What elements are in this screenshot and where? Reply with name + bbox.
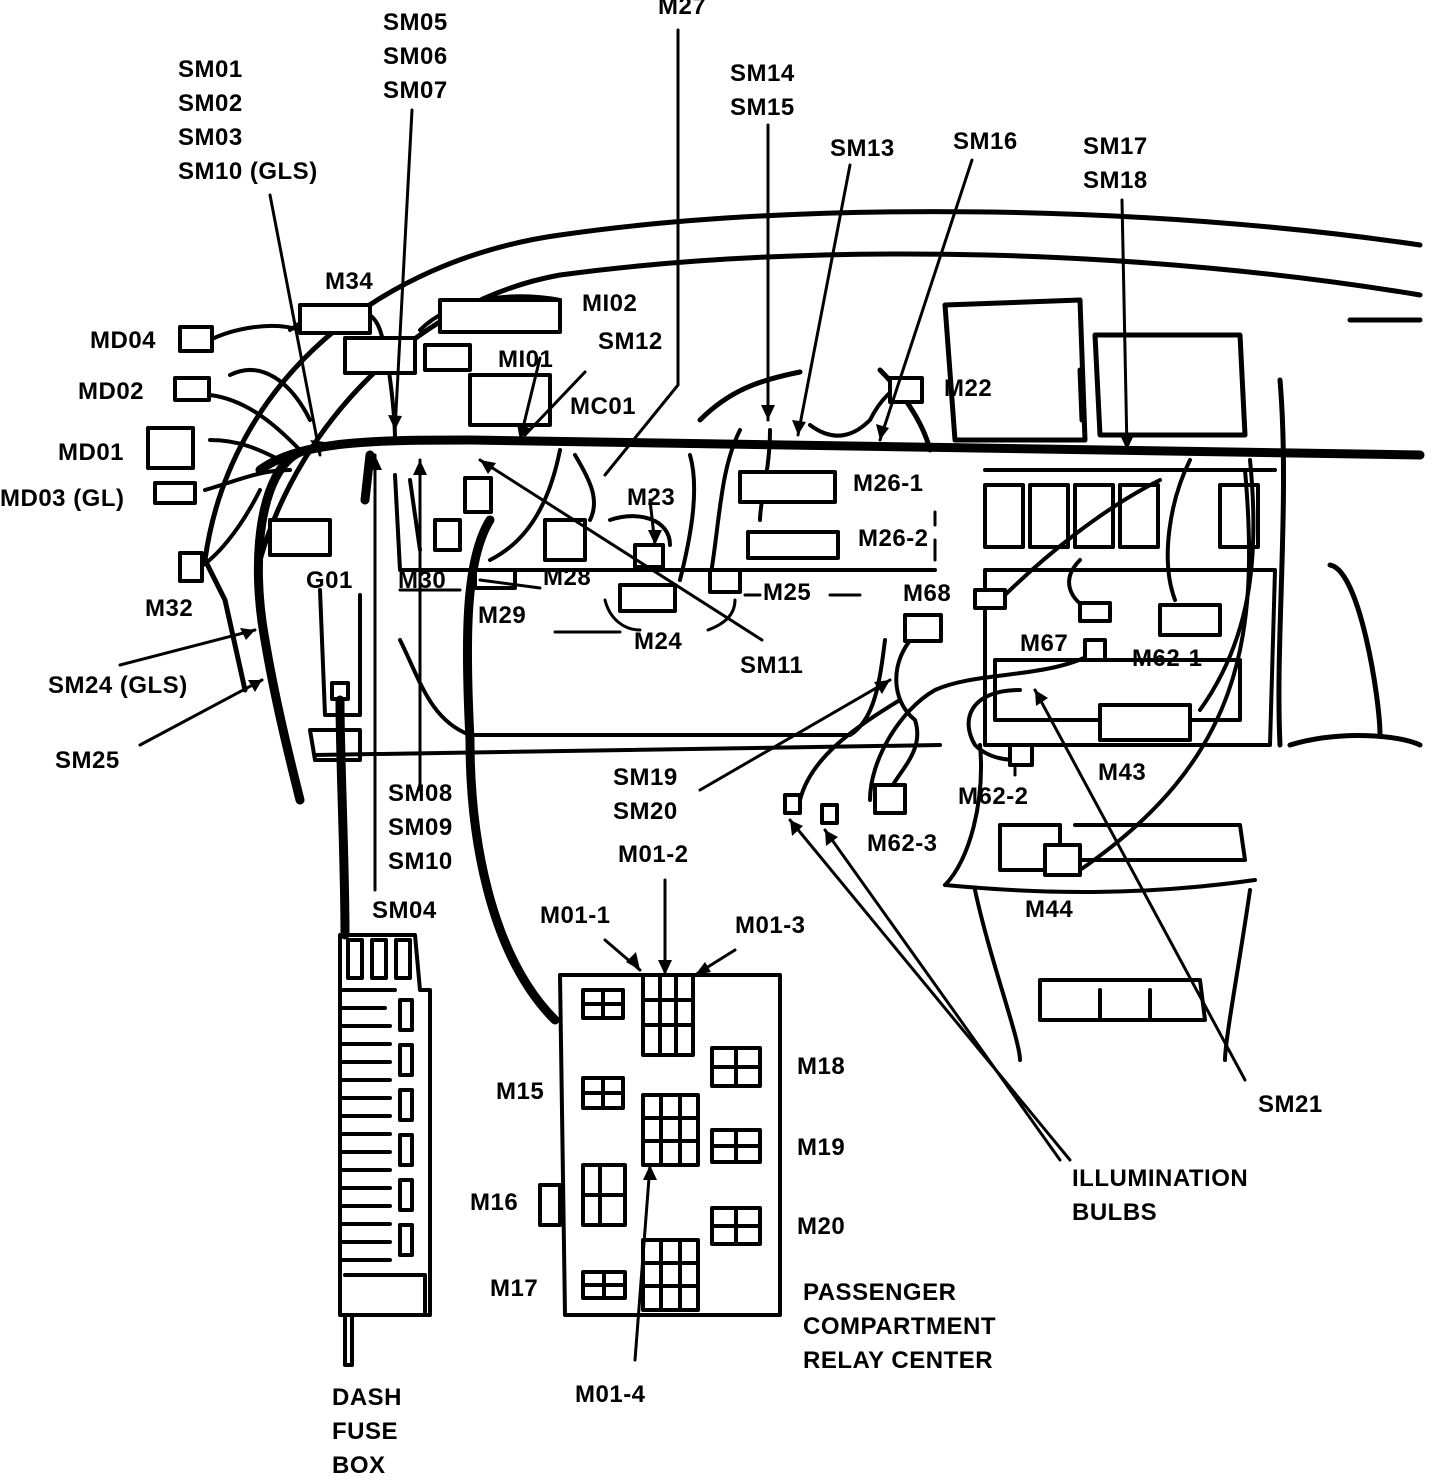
label-m26-2: M26-2 [858, 525, 929, 552]
label-m24: M24 [634, 628, 683, 655]
label-sm14-group: SM14 SM15 [730, 60, 795, 121]
label-m01-2: M01-2 [618, 841, 689, 868]
label-m16: M16 [470, 1189, 519, 1216]
label-m34: M34 [325, 268, 374, 295]
label-sm13: SM13 [830, 135, 895, 162]
label-m26-1: M26-1 [853, 470, 924, 497]
label-sm11: SM11 [740, 652, 804, 679]
label-m18: M18 [797, 1053, 846, 1080]
label-m30: M30 [398, 567, 447, 594]
label-m29: M29 [478, 602, 527, 629]
label-sm17-group: SM17 SM18 [1083, 133, 1148, 194]
label-m44: M44 [1025, 896, 1074, 923]
label-sm24: SM24 (GLS) [48, 672, 188, 699]
label-sm01-group: SM01 SM02 SM03 SM10 (GLS) [178, 56, 318, 185]
label-relay-center: PASSENGER COMPARTMENT RELAY CENTER [803, 1279, 997, 1374]
label-sm25: SM25 [55, 747, 120, 774]
label-m15: M15 [496, 1078, 545, 1105]
label-m62-2: M62-2 [958, 783, 1029, 810]
label-m23: M23 [627, 484, 676, 511]
label-md03: MD03 (GL) [0, 485, 125, 512]
label-m32: M32 [145, 595, 194, 622]
label-md04: MD04 [90, 327, 157, 354]
lower-panel [313, 468, 1277, 1062]
vent-slots [463, 476, 1260, 549]
label-sm19-group: SM19 SM20 [613, 764, 678, 825]
label-m19: M19 [797, 1134, 846, 1161]
label-mi01: MI01 [498, 346, 554, 373]
label-sm08-group: SM08 SM09 SM10 [388, 780, 453, 875]
label-m01-3: M01-3 [735, 912, 806, 939]
label-m62-1: M62-1 [1132, 645, 1203, 672]
label-m43: M43 [1098, 759, 1147, 786]
connector-shapes [146, 298, 1222, 877]
label-m20: M20 [797, 1213, 846, 1240]
label-m25: M25 [763, 579, 812, 606]
label-m68: M68 [903, 580, 952, 607]
label-mc01: MC01 [570, 393, 637, 420]
column-area [308, 588, 362, 762]
label-sm12: SM12 [598, 328, 663, 355]
label-dash-fuse-box: DASH FUSE BOX [332, 1384, 403, 1479]
label-m01-1: M01-1 [540, 902, 611, 929]
label-m62-3: M62-3 [867, 830, 938, 857]
label-mi02: MI02 [582, 290, 638, 317]
label-md02: MD02 [78, 378, 145, 405]
leader-lines [118, 28, 1247, 1362]
relay-center [538, 973, 782, 1317]
arrow-heads [240, 405, 1134, 1180]
label-m27: M27 [658, 0, 707, 20]
label-illumination-bulbs: ILLUMINATION BULBS [1072, 1165, 1249, 1226]
label-sm21: SM21 [1258, 1091, 1323, 1118]
label-md01: MD01 [58, 439, 125, 466]
label-m22: M22 [944, 375, 993, 402]
label-m28: M28 [543, 564, 592, 591]
label-m67: M67 [1020, 630, 1069, 657]
label-sm16: SM16 [953, 128, 1018, 155]
label-sm05-group: SM05 SM06 SM07 [383, 9, 448, 104]
label-m17: M17 [490, 1275, 539, 1302]
label-g01: G01 [306, 567, 353, 594]
label-sm04: SM04 [372, 897, 437, 924]
label-m01-4: M01-4 [575, 1381, 646, 1408]
fuse-box [338, 933, 432, 1367]
main-harness [253, 435, 1425, 1025]
